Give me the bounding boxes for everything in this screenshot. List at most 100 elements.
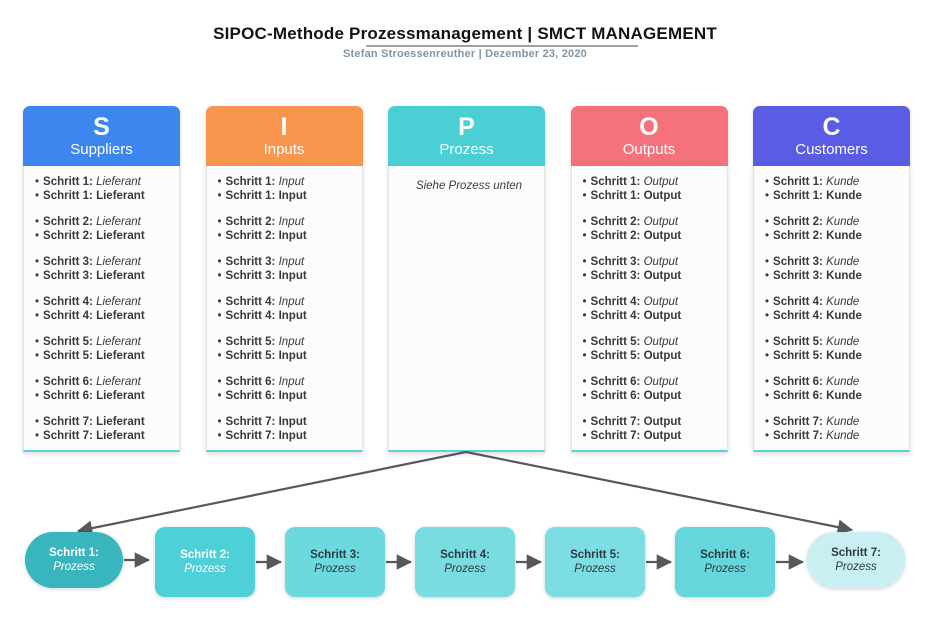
process-step-7: Schritt 7:Prozess bbox=[807, 532, 905, 588]
step-label: Schritt 5: bbox=[225, 349, 276, 362]
step-label: Schritt 2: bbox=[225, 216, 276, 228]
list-item: •Schritt 5: Lieferant bbox=[35, 350, 173, 364]
bullet-icon: • bbox=[765, 309, 770, 322]
title-divider bbox=[366, 45, 638, 47]
list-item: •Schritt 4: Lieferant bbox=[35, 296, 173, 310]
step-label: Schritt 6: bbox=[225, 376, 276, 388]
list-item: •Schritt 4: Output bbox=[583, 310, 721, 324]
step-label: Schritt 3: bbox=[773, 256, 823, 268]
step-value: Lieferant bbox=[96, 376, 141, 388]
list-item: •Schritt 7: Lieferant bbox=[35, 416, 173, 430]
list-item: •Schritt 7: Input bbox=[218, 430, 356, 444]
step-label: Schritt 3: bbox=[225, 256, 276, 268]
step-label: Schritt 4: bbox=[43, 309, 93, 322]
step-item-group: •Schritt 4: Output•Schritt 4: Output bbox=[583, 296, 721, 323]
list-item: •Schritt 5: Input bbox=[218, 336, 356, 350]
list-item: •Schritt 3: Input bbox=[218, 270, 356, 284]
list-item: •Schritt 3: Kunde bbox=[765, 256, 903, 270]
process-step-4: Schritt 4:Prozess bbox=[415, 527, 515, 597]
bullet-icon: • bbox=[35, 189, 40, 202]
step-label: Schritt 1: bbox=[225, 176, 276, 188]
step-value: Kunde bbox=[826, 296, 860, 308]
step-item-group: •Schritt 4: Kunde•Schritt 4: Kunde bbox=[765, 296, 903, 323]
bullet-icon: • bbox=[35, 176, 40, 188]
step-value: Kunde bbox=[826, 269, 862, 282]
step-value: Output bbox=[643, 376, 679, 388]
list-item: •Schritt 3: Output bbox=[583, 270, 721, 284]
bullet-icon: • bbox=[35, 296, 40, 308]
step-label: Schritt 4: bbox=[773, 309, 823, 322]
list-item: •Schritt 5: Output bbox=[583, 336, 721, 350]
bullet-icon: • bbox=[217, 376, 222, 388]
list-item: •Schritt 7: Output bbox=[583, 430, 721, 444]
step-value: Output bbox=[643, 189, 682, 202]
process-step-3: Schritt 3:Prozess bbox=[285, 527, 385, 597]
step-item-group: •Schritt 6: Lieferant•Schritt 6: Liefera… bbox=[35, 376, 173, 403]
column-name: Inputs bbox=[263, 140, 305, 158]
list-item: •Schritt 6: Input bbox=[218, 376, 356, 390]
step-value: Kunde bbox=[826, 429, 860, 442]
column-body-c: •Schritt 1: Kunde•Schritt 1: Kunde•Schri… bbox=[753, 166, 910, 452]
step-item-group: •Schritt 4: Lieferant•Schritt 4: Liefera… bbox=[35, 296, 173, 323]
step-value: Output bbox=[643, 269, 682, 282]
bullet-icon: • bbox=[35, 336, 40, 348]
process-step-label: Schritt 4: bbox=[440, 549, 490, 561]
step-label: Schritt 2: bbox=[43, 229, 93, 242]
step-label: Schritt 7: bbox=[225, 429, 276, 442]
list-item: •Schritt 4: Input bbox=[218, 296, 356, 310]
step-item-group: •Schritt 1: Lieferant•Schritt 1: Liefera… bbox=[35, 176, 173, 203]
step-label: Schritt 3: bbox=[590, 269, 641, 282]
process-step-label: Schritt 1: bbox=[49, 547, 99, 559]
step-item-group: •Schritt 1: Kunde•Schritt 1: Kunde bbox=[765, 176, 903, 203]
step-value: Input bbox=[278, 336, 305, 348]
bullet-icon: • bbox=[582, 189, 587, 202]
list-item: •Schritt 5: Kunde bbox=[765, 350, 903, 364]
step-label: Schritt 1: bbox=[773, 176, 823, 188]
step-label: Schritt 5: bbox=[773, 349, 823, 362]
step-item-group: •Schritt 2: Lieferant•Schritt 2: Liefera… bbox=[35, 216, 173, 243]
list-item: •Schritt 1: Output bbox=[583, 176, 721, 190]
step-label: Schritt 7: bbox=[43, 416, 93, 428]
step-value: Output bbox=[643, 229, 682, 242]
step-value: Input bbox=[278, 376, 305, 388]
step-label: Schritt 6: bbox=[590, 376, 641, 388]
bullet-icon: • bbox=[582, 176, 587, 188]
bullet-icon: • bbox=[217, 189, 222, 202]
step-label: Schritt 2: bbox=[773, 216, 823, 228]
list-item: •Schritt 1: Lieferant bbox=[35, 190, 173, 204]
bullet-icon: • bbox=[35, 429, 40, 442]
bullet-icon: • bbox=[35, 256, 40, 268]
list-item: •Schritt 4: Input bbox=[218, 310, 356, 324]
bullet-icon: • bbox=[217, 176, 222, 188]
step-value: Input bbox=[278, 256, 305, 268]
list-item: •Schritt 6: Kunde bbox=[765, 376, 903, 390]
step-label: Schritt 3: bbox=[43, 256, 93, 268]
list-item: •Schritt 5: Lieferant bbox=[35, 336, 173, 350]
step-label: Schritt 7: bbox=[773, 416, 823, 428]
step-label: Schritt 4: bbox=[590, 309, 641, 322]
step-item-group: •Schritt 1: Output•Schritt 1: Output bbox=[583, 176, 721, 203]
step-value: Kunde bbox=[826, 309, 862, 322]
step-value: Lieferant bbox=[96, 296, 141, 308]
list-item: •Schritt 2: Kunde bbox=[765, 216, 903, 230]
step-label: Schritt 6: bbox=[43, 376, 93, 388]
process-step-value: Prozess bbox=[184, 563, 226, 575]
step-value: Lieferant bbox=[96, 429, 145, 442]
step-label: Schritt 3: bbox=[225, 269, 276, 282]
list-item: •Schritt 5: Output bbox=[583, 350, 721, 364]
column-body-p: Siehe Prozess unten bbox=[388, 166, 545, 452]
step-value: Kunde bbox=[826, 416, 860, 428]
column-letter: S bbox=[93, 112, 110, 141]
list-item: •Schritt 3: Input bbox=[218, 256, 356, 270]
step-value: Output bbox=[643, 349, 682, 362]
list-item: •Schritt 1: Kunde bbox=[765, 176, 903, 190]
bullet-icon: • bbox=[582, 429, 587, 442]
